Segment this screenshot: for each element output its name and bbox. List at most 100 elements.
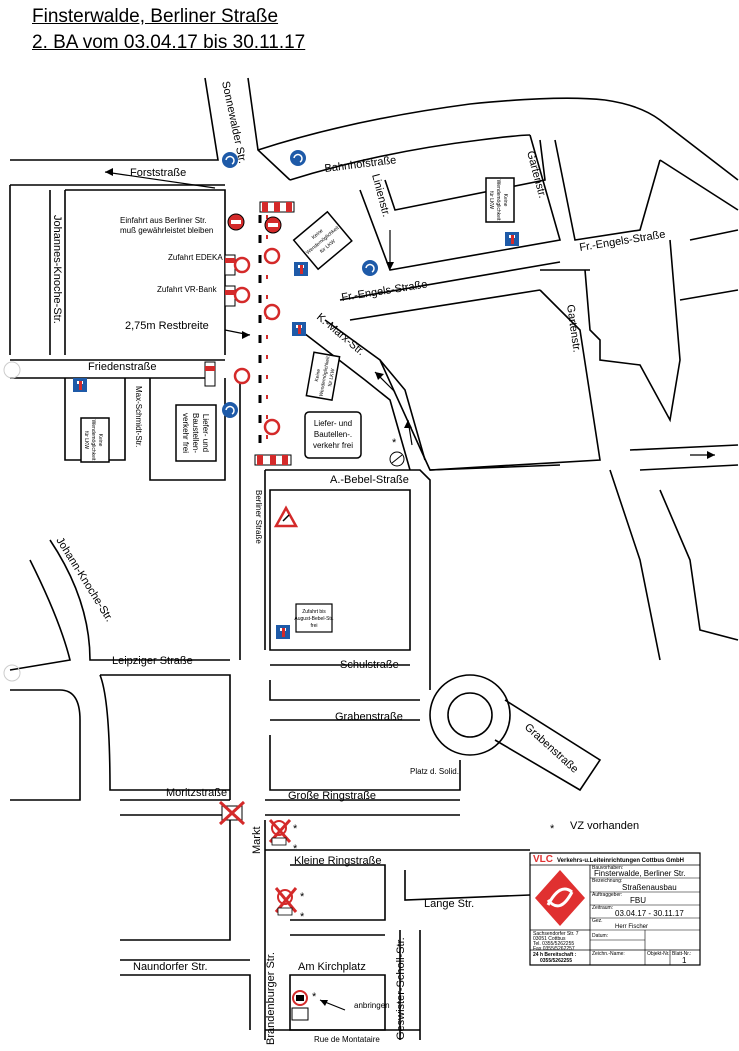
sign-text: verkehr frei [313,441,353,450]
note-restbreite: 2,75m Restbreite [125,320,209,332]
star-marker: * [293,843,298,855]
label-naundorfer: Naundorfer Str. [133,961,208,973]
dead-end-sign-2 [292,322,306,336]
label-bahnhof: Bahnhofstraße [324,154,397,175]
sign-text: Liefer- und [201,414,210,452]
tb-bauvorhaben: Finsterwalde, Berliner Str. [594,869,686,878]
tb-bereitschaft-1: 24 h Bereitschaft : [533,952,577,958]
label-friedenstrasse: Friedenstraße [88,361,156,373]
tb-zeichn-label: Zeichn.-Name: [592,951,625,957]
roundabout-sign-left [222,152,238,168]
tb-bezeichnung-label: Bezeichnung: [592,878,622,884]
sign-text: verkehr frei [181,413,190,453]
tb-address-2: 03051 Cottbus [533,936,566,942]
star-marker: * [293,823,298,835]
label-markt: Markt [251,827,263,855]
label-a-bebel: A.-Bebel-Straße [330,474,409,486]
sign-text: Liefer- und [314,419,352,428]
map-title-line2: 2. BA vom 03.04.17 bis 30.11.17 [32,32,306,53]
tb-gez-label: Gez. [592,918,603,924]
label-am-kirchplatz: Am Kirchplatz [298,961,366,973]
sign-keine-wende-2: Keine Wendemöglichkeit für LKW [305,351,341,401]
label-grosse-ring: Große Ringstraße [288,790,376,802]
label-berliner: Berliner Straße [254,490,263,544]
sign-liefer-horizontal: Liefer- und Bautellen-. verkehr frei [304,411,362,459]
sign-zufahrt-bis: Zufahrt bis August-Bebel-Str. frei [294,603,334,633]
sign-text: Keine [314,368,322,382]
sign-text: für LKW [488,191,494,209]
note-anbringen: anbringen [354,1001,390,1010]
tb-address-4: Fax 0355/5262257 [533,946,575,952]
label-moritz: Moritzstraße [166,787,227,799]
tb-zeitraum: 03.04.17 - 30.11.17 [615,909,684,918]
sign-text: für LKW [327,368,336,387]
label-forst: Forststraße [130,167,186,179]
sign-text: Keine [502,194,508,207]
note-zufahrt-vr-bank: Zufahrt VR-Bank [157,285,218,294]
binder-hole [3,361,21,379]
sign-text: Bautellen-. [314,430,352,439]
note-einfahrt-1: Einfahrt aus Berliner Str. [120,216,207,225]
star-marker: * [300,891,305,903]
sign-text: Zufahrt bis [302,609,326,615]
no-vehicles-sign-2 [233,286,251,304]
label-sonnewalder: Sonnewalder Str. [219,80,248,164]
sign-no-entry-small [389,451,405,467]
direction-arrows [104,168,715,1011]
tb-bauvorhaben-label: Bauvorhaben: [592,865,623,871]
map-title-line1: Finsterwalde, Berliner Straße [32,6,279,27]
label-johann-knoche: Johann-Knoche-Str. [53,535,115,624]
crossed-sign-markt [268,818,292,846]
tb-address-1: Sachsendorfer Str. 7 [533,931,579,937]
star-marker: * [392,437,397,449]
tb-objekt-label: Objekt-Nr.: [647,951,671,957]
label-platz-solid: Platz d. Solid. [410,767,459,776]
no-entry-sign-1 [227,213,245,231]
label-max-schmidt: Max-Schmidt-Str. [134,386,143,447]
tb-blatt-label: Blatt-Nr.: [672,951,691,957]
label-rue-montataire: Rue de Montataire [314,1035,380,1044]
label-garten-right: Gartenstr. [564,304,583,353]
label-geswister-scholl: Geswister-Scholl-Str. [395,937,407,1040]
tb-auftraggeber: FBU [630,896,646,905]
annotations: Einfahrt aus Berliner Str. muß gewährlei… [120,216,639,1010]
dead-end-sign-1 [294,262,308,276]
note-zufahrt-edeka: Zufahrt EDEKA [168,253,223,262]
roundabout-sign-frieden [222,402,238,418]
no-vehicles-sign-6 [263,418,281,436]
road-outlines [9,77,739,1040]
crossed-sign-moritz [218,800,246,826]
sign-keine-wende-1: Keine Wendemöglichkeit für LKW [292,210,353,271]
crossed-sign-kleine-ring [274,887,298,916]
label-kleine-ring: Kleine Ringstraße [294,855,381,867]
label-graben-left: Grabenstraße [335,711,403,723]
label-brandenburger: Brandenburger Str. [265,952,277,1045]
label-linien: Linienstr. [369,173,392,219]
dead-end-sign-5 [276,625,290,639]
roundabout-sign-right [290,150,306,166]
label-leipziger: Leipziger Straße [112,655,193,667]
label-fr-engels-left: Fr.-Engels-Straße [341,279,429,304]
sign-text: Wendemöglichkeit [90,420,96,461]
sign-text: August-Bebel-Str. [294,616,333,622]
label-schul: Schulstraße [340,659,399,671]
sign-text: Baustellen- [191,413,200,453]
sign-text: frei [311,623,318,629]
tb-company-full: Verkehrs-u.Leiteinrichtungen Cottbus Gmb… [557,858,684,864]
barriers [204,201,295,466]
sign-keine-wende-4: Keine Wendemöglichkeit für LKW [80,417,110,463]
binder-hole [3,664,21,682]
dead-end-sign-4 [73,378,87,392]
title-block: VLC Verkehrs-u.Leiteinrichtungen Cottbus… [529,852,701,966]
vlc-logo [535,870,585,926]
note-einfahrt-2: muß gewährleistet bleiben [120,226,213,235]
dead-end-sign-3 [505,232,519,246]
star-marker: * [312,991,317,1003]
legend-vz-vorhanden: VZ vorhanden [570,820,639,832]
sign-keine-wende-3: Keine Wendemöglichkeit für LKW [485,177,515,223]
tb-address-3: Tel. 0355/5262255 [533,941,574,947]
roundabout-sign-linien [362,260,378,276]
tb-zeitraum-label: Zeitraum: [592,905,613,911]
no-vehicles-sign-3 [263,247,281,265]
